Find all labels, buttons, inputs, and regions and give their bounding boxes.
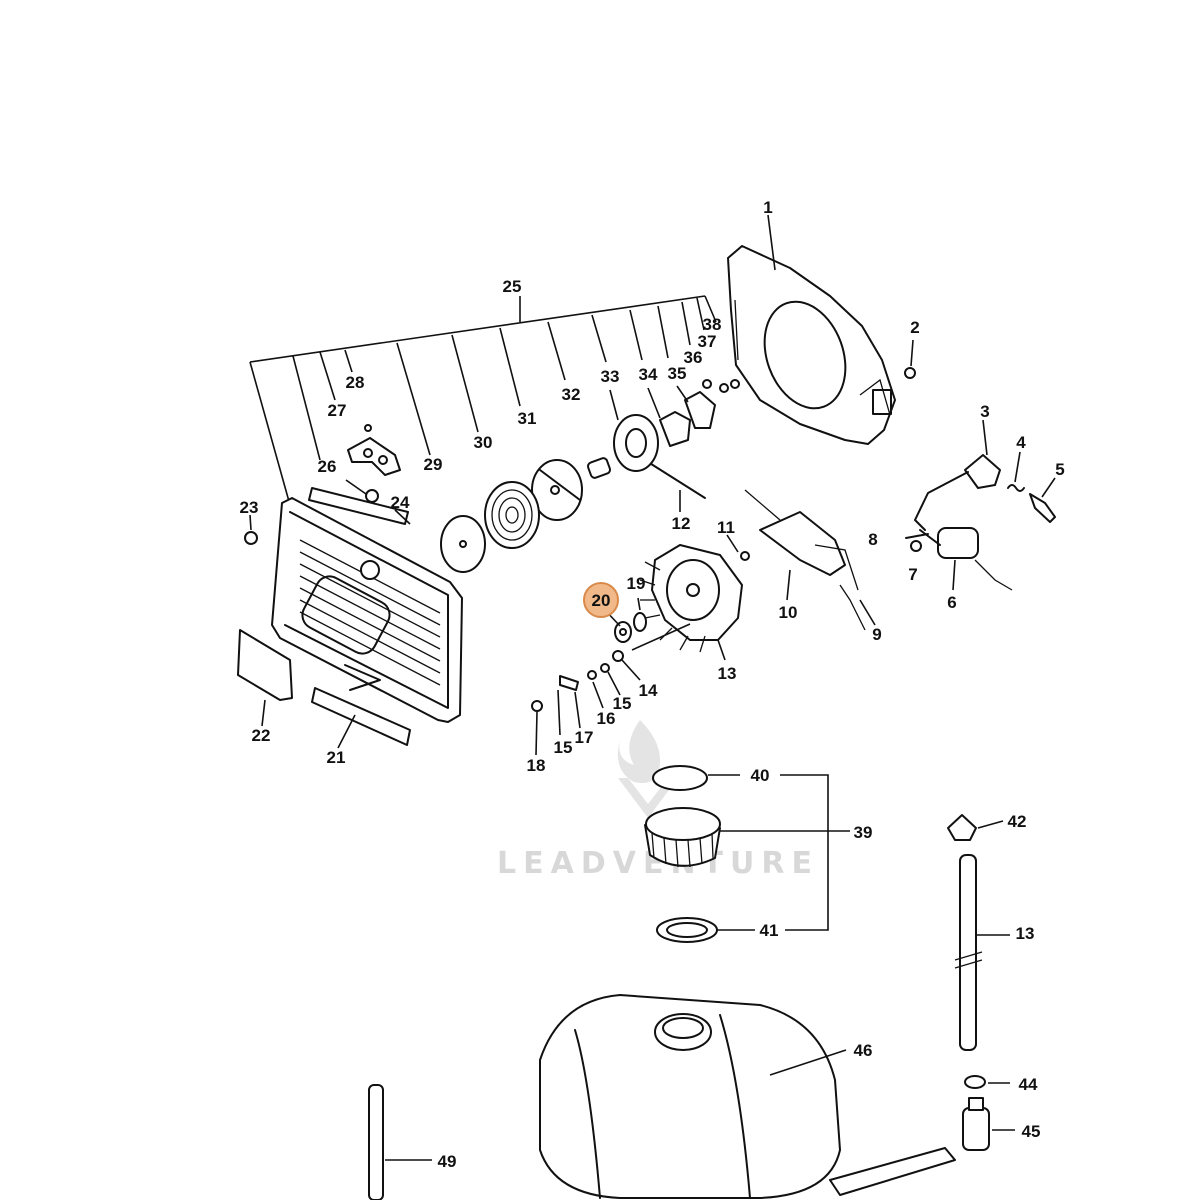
callout-32[interactable]: 32 [562, 385, 581, 404]
label-24 [308, 487, 411, 525]
gasket-40 [652, 765, 740, 791]
bolt-2 [904, 339, 916, 379]
washer-44 [964, 1075, 1010, 1089]
callout-22[interactable]: 22 [252, 726, 271, 745]
callout-9[interactable]: 9 [872, 625, 881, 644]
callout-28[interactable]: 28 [346, 373, 365, 392]
callout-40[interactable]: 40 [751, 766, 770, 785]
callout-17[interactable]: 17 [575, 728, 594, 747]
bracket-39-41 [780, 774, 829, 931]
small-hardware [531, 597, 691, 756]
callout-37[interactable]: 37 [698, 332, 717, 351]
starter-handle-27 [347, 424, 401, 476]
pulley-33 [609, 385, 716, 472]
label-21 [311, 664, 411, 749]
callout-2[interactable]: 2 [910, 318, 919, 337]
flywheel-13 [639, 544, 743, 661]
callout-21[interactable]: 21 [327, 748, 346, 767]
bracket-25 [249, 295, 717, 506]
callout-14[interactable]: 14 [639, 681, 658, 700]
callout-36[interactable]: 36 [684, 348, 703, 367]
callout-7[interactable]: 7 [908, 565, 917, 584]
strainer-45 [962, 1097, 1015, 1151]
callout-18[interactable]: 18 [527, 756, 546, 775]
callout-34[interactable]: 34 [639, 365, 658, 384]
fuel-pipe-49 [368, 1084, 432, 1200]
tank-band [829, 1147, 956, 1196]
callout-46[interactable]: 46 [854, 1041, 873, 1060]
decal-22 [237, 629, 293, 727]
callout-24[interactable]: 24 [391, 493, 410, 512]
stator-10 [726, 489, 876, 631]
ignition-coil-6 [905, 527, 1013, 591]
fuel-filter-41 [656, 917, 755, 943]
callout-41[interactable]: 41 [760, 921, 779, 940]
disc-29 [440, 515, 486, 573]
callout-45[interactable]: 45 [1022, 1122, 1041, 1141]
callout-30[interactable]: 30 [474, 433, 493, 452]
fuel-tank-46 [539, 994, 847, 1199]
callout-42[interactable]: 42 [1008, 812, 1027, 831]
callout-15a[interactable]: 15 [554, 738, 573, 757]
collar-32 [586, 457, 612, 479]
callout-39[interactable]: 39 [854, 823, 873, 842]
callout-6[interactable]: 6 [947, 593, 956, 612]
callout-26[interactable]: 26 [318, 457, 337, 476]
callout-29[interactable]: 29 [424, 455, 443, 474]
callout-15b[interactable]: 15 [613, 694, 632, 713]
callout-20[interactable]: 20 [592, 591, 611, 610]
callout-11[interactable]: 11 [717, 518, 735, 537]
callout-49[interactable]: 49 [438, 1152, 457, 1171]
small-bolts-36-38 [702, 379, 740, 393]
recoil-cover [271, 497, 463, 723]
callout-13b[interactable]: 13 [1016, 924, 1035, 943]
callout-5[interactable]: 5 [1055, 460, 1064, 479]
highlight-marker [583, 582, 619, 618]
nut-20 [614, 621, 632, 643]
callout-1[interactable]: 1 [763, 198, 772, 217]
callout-27[interactable]: 27 [328, 401, 347, 420]
fuel-cap-39 [644, 807, 850, 868]
callouts: 1 2 3 4 5 6 7 8 9 10 11 12 13 13 14 15 1… [240, 198, 1065, 1171]
washer-19 [633, 612, 647, 632]
recoil-spring-30 [484, 481, 540, 549]
callout-25[interactable]: 25 [503, 277, 522, 296]
vent-cap-42 [947, 814, 1004, 841]
spark-plug-parts [914, 419, 1056, 531]
starter-rope-12 [647, 461, 706, 512]
plate-31 [531, 459, 583, 521]
callout-16[interactable]: 16 [597, 709, 616, 728]
bolt-23 [244, 514, 258, 545]
fan-shroud-1 [727, 214, 896, 445]
callout-23[interactable]: 23 [240, 498, 259, 517]
tube-13 [954, 854, 1010, 1051]
callout-44[interactable]: 44 [1019, 1075, 1038, 1094]
callout-12[interactable]: 12 [672, 514, 691, 533]
callout-35[interactable]: 35 [668, 364, 687, 383]
callout-19[interactable]: 19 [627, 574, 646, 593]
callout-38[interactable]: 38 [703, 315, 722, 334]
callout-4[interactable]: 4 [1016, 433, 1026, 452]
callout-33[interactable]: 33 [601, 367, 620, 386]
callout-10[interactable]: 10 [779, 603, 798, 622]
callout-3[interactable]: 3 [980, 402, 989, 421]
callout-8[interactable]: 8 [868, 530, 877, 549]
callout-13a[interactable]: 13 [718, 664, 737, 683]
callout-31[interactable]: 31 [518, 409, 537, 428]
